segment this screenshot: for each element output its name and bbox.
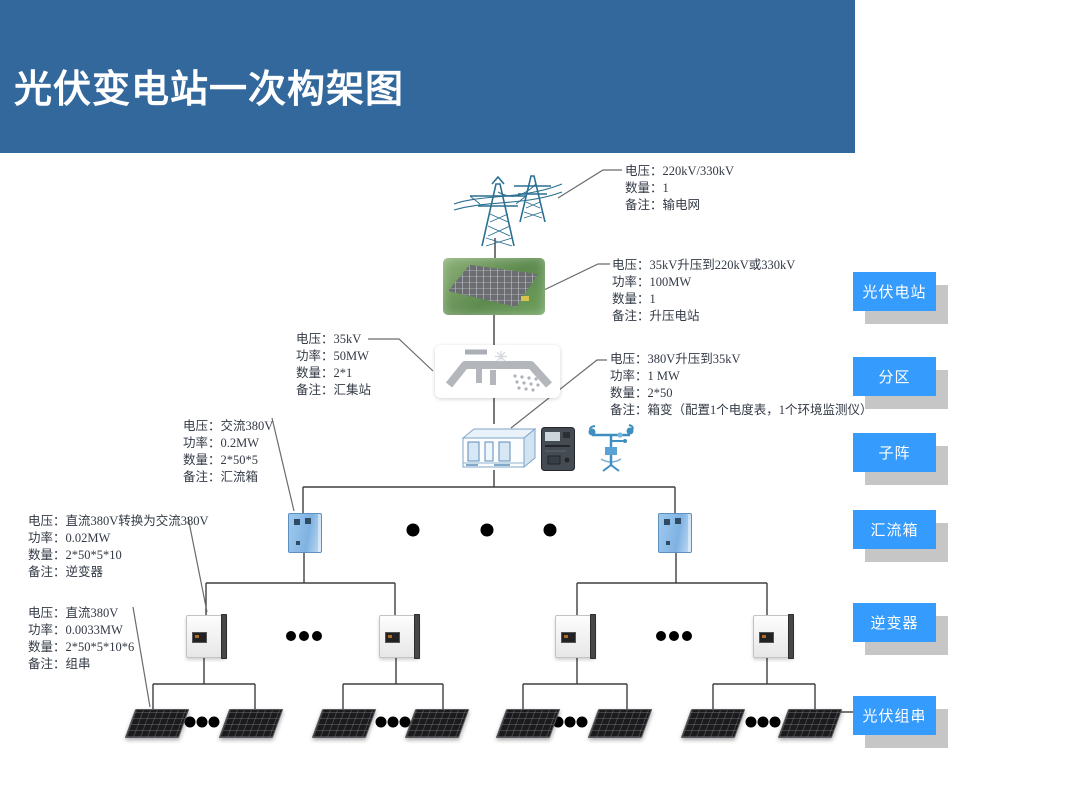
ellipsis-dots bbox=[184, 523, 781, 728]
annotation-line: 数量：1 bbox=[612, 292, 656, 306]
inverter-icon bbox=[379, 614, 420, 659]
step-up-station-image bbox=[443, 258, 545, 315]
annotation-line: 数量：2*50*5 bbox=[183, 453, 259, 467]
annotation-inverter: 电压：直流380V转换为交流380V 功率：0.02MW 数量：2*50*5*1… bbox=[28, 513, 209, 581]
annotation-line: 备注：组串 bbox=[28, 657, 91, 671]
annotation-line: 备注：升压电站 bbox=[612, 309, 700, 323]
title-banner: 光伏变电站一次构架图 bbox=[0, 0, 855, 153]
annotation-line: 功率：1 MW bbox=[610, 369, 680, 383]
side-label-combiner-box: 汇流箱 bbox=[853, 510, 936, 549]
leader-lines bbox=[132, 169, 622, 708]
pv-panel-icon bbox=[777, 709, 843, 738]
annotation-pv-string: 电压：直流380V 功率：0.0033MW 数量：2*50*5*10*6 备注：… bbox=[28, 605, 134, 673]
annotation-step-up-station: 电压：35kV升压到220kV或330kV 功率：100MW 数量：1 备注：升… bbox=[612, 257, 795, 325]
annotation-line: 功率：0.02MW bbox=[28, 531, 111, 545]
pv-panel-icon bbox=[495, 709, 561, 738]
annotation-line: 电压：380V升压到35kV bbox=[610, 352, 741, 366]
annotation-line: 数量：2*50*5*10 bbox=[28, 548, 122, 562]
annotation-line: 数量：2*50*5*10*6 bbox=[28, 640, 135, 654]
pv-panel-icon bbox=[124, 709, 190, 738]
inverter-icon bbox=[186, 614, 227, 659]
annotation-collection-station: 电压：35kV 功率：50MW 数量：2*1 备注：汇集站 bbox=[296, 331, 371, 399]
pv-panel-icon bbox=[311, 709, 377, 738]
pv-panel-icon bbox=[587, 709, 653, 738]
collection-station-image bbox=[435, 345, 560, 398]
electric-meter-icon bbox=[541, 427, 575, 471]
weather-station-icon bbox=[588, 424, 634, 472]
annotation-line: 备注：汇流箱 bbox=[183, 470, 259, 484]
combiner-box-icon bbox=[658, 513, 692, 553]
side-label-inverter: 逆变器 bbox=[853, 603, 936, 642]
annotation-line: 功率：0.2MW bbox=[183, 436, 260, 450]
transmission-tower-icon bbox=[453, 175, 563, 247]
annotation-line: 电压：直流380V bbox=[28, 606, 119, 620]
side-label-pv-station: 光伏电站 bbox=[853, 272, 936, 311]
tree-lines bbox=[152, 238, 853, 713]
annotation-combiner-box: 电压：交流380V 功率：0.2MW 数量：2*50*5 备注：汇流箱 bbox=[183, 418, 273, 486]
annotation-line: 电压：220kV/330kV bbox=[625, 164, 735, 178]
annotation-line: 备注：逆变器 bbox=[28, 565, 104, 579]
annotation-line: 电压：直流380V转换为交流380V bbox=[28, 514, 209, 528]
combiner-box-icon bbox=[288, 513, 322, 553]
annotation-line: 功率：0.0033MW bbox=[28, 623, 123, 637]
annotation-line: 备注：输电网 bbox=[625, 198, 701, 212]
annotation-transmission-grid: 电压：220kV/330kV 数量：1 备注：输电网 bbox=[625, 163, 734, 214]
annotation-line: 电压：交流380V bbox=[183, 419, 274, 433]
pv-panel-icon bbox=[218, 709, 284, 738]
annotation-line: 电压：35kV升压到220kV或330kV bbox=[612, 258, 796, 272]
pv-panel-icon bbox=[680, 709, 746, 738]
inverter-icon bbox=[555, 614, 596, 659]
side-label-pv-string: 光伏组串 bbox=[853, 696, 936, 735]
annotation-line: 数量：1 bbox=[625, 181, 669, 195]
annotation-line: 数量：2*50 bbox=[610, 386, 673, 400]
annotation-line: 备注：汇集站 bbox=[296, 383, 372, 397]
page-title: 光伏变电站一次构架图 bbox=[14, 69, 405, 111]
side-label-sub-array: 子阵 bbox=[853, 433, 936, 472]
pv-panel-icon bbox=[404, 709, 470, 738]
annotation-line: 功率：100MW bbox=[612, 275, 692, 289]
annotation-line: 电压：35kV bbox=[296, 332, 362, 346]
annotation-line: 功率：50MW bbox=[296, 349, 369, 363]
side-label-partition: 分区 bbox=[853, 357, 936, 396]
annotation-line: 数量：2*1 bbox=[296, 366, 353, 380]
inverter-icon bbox=[753, 614, 794, 659]
box-transformer-icon bbox=[461, 427, 536, 469]
annotation-box-transformer: 电压：380V升压到35kV 功率：1 MW 数量：2*50 备注：箱变（配置1… bbox=[610, 351, 873, 419]
annotation-line: 备注：箱变（配置1个电度表，1个环境监测仪） bbox=[610, 403, 873, 417]
